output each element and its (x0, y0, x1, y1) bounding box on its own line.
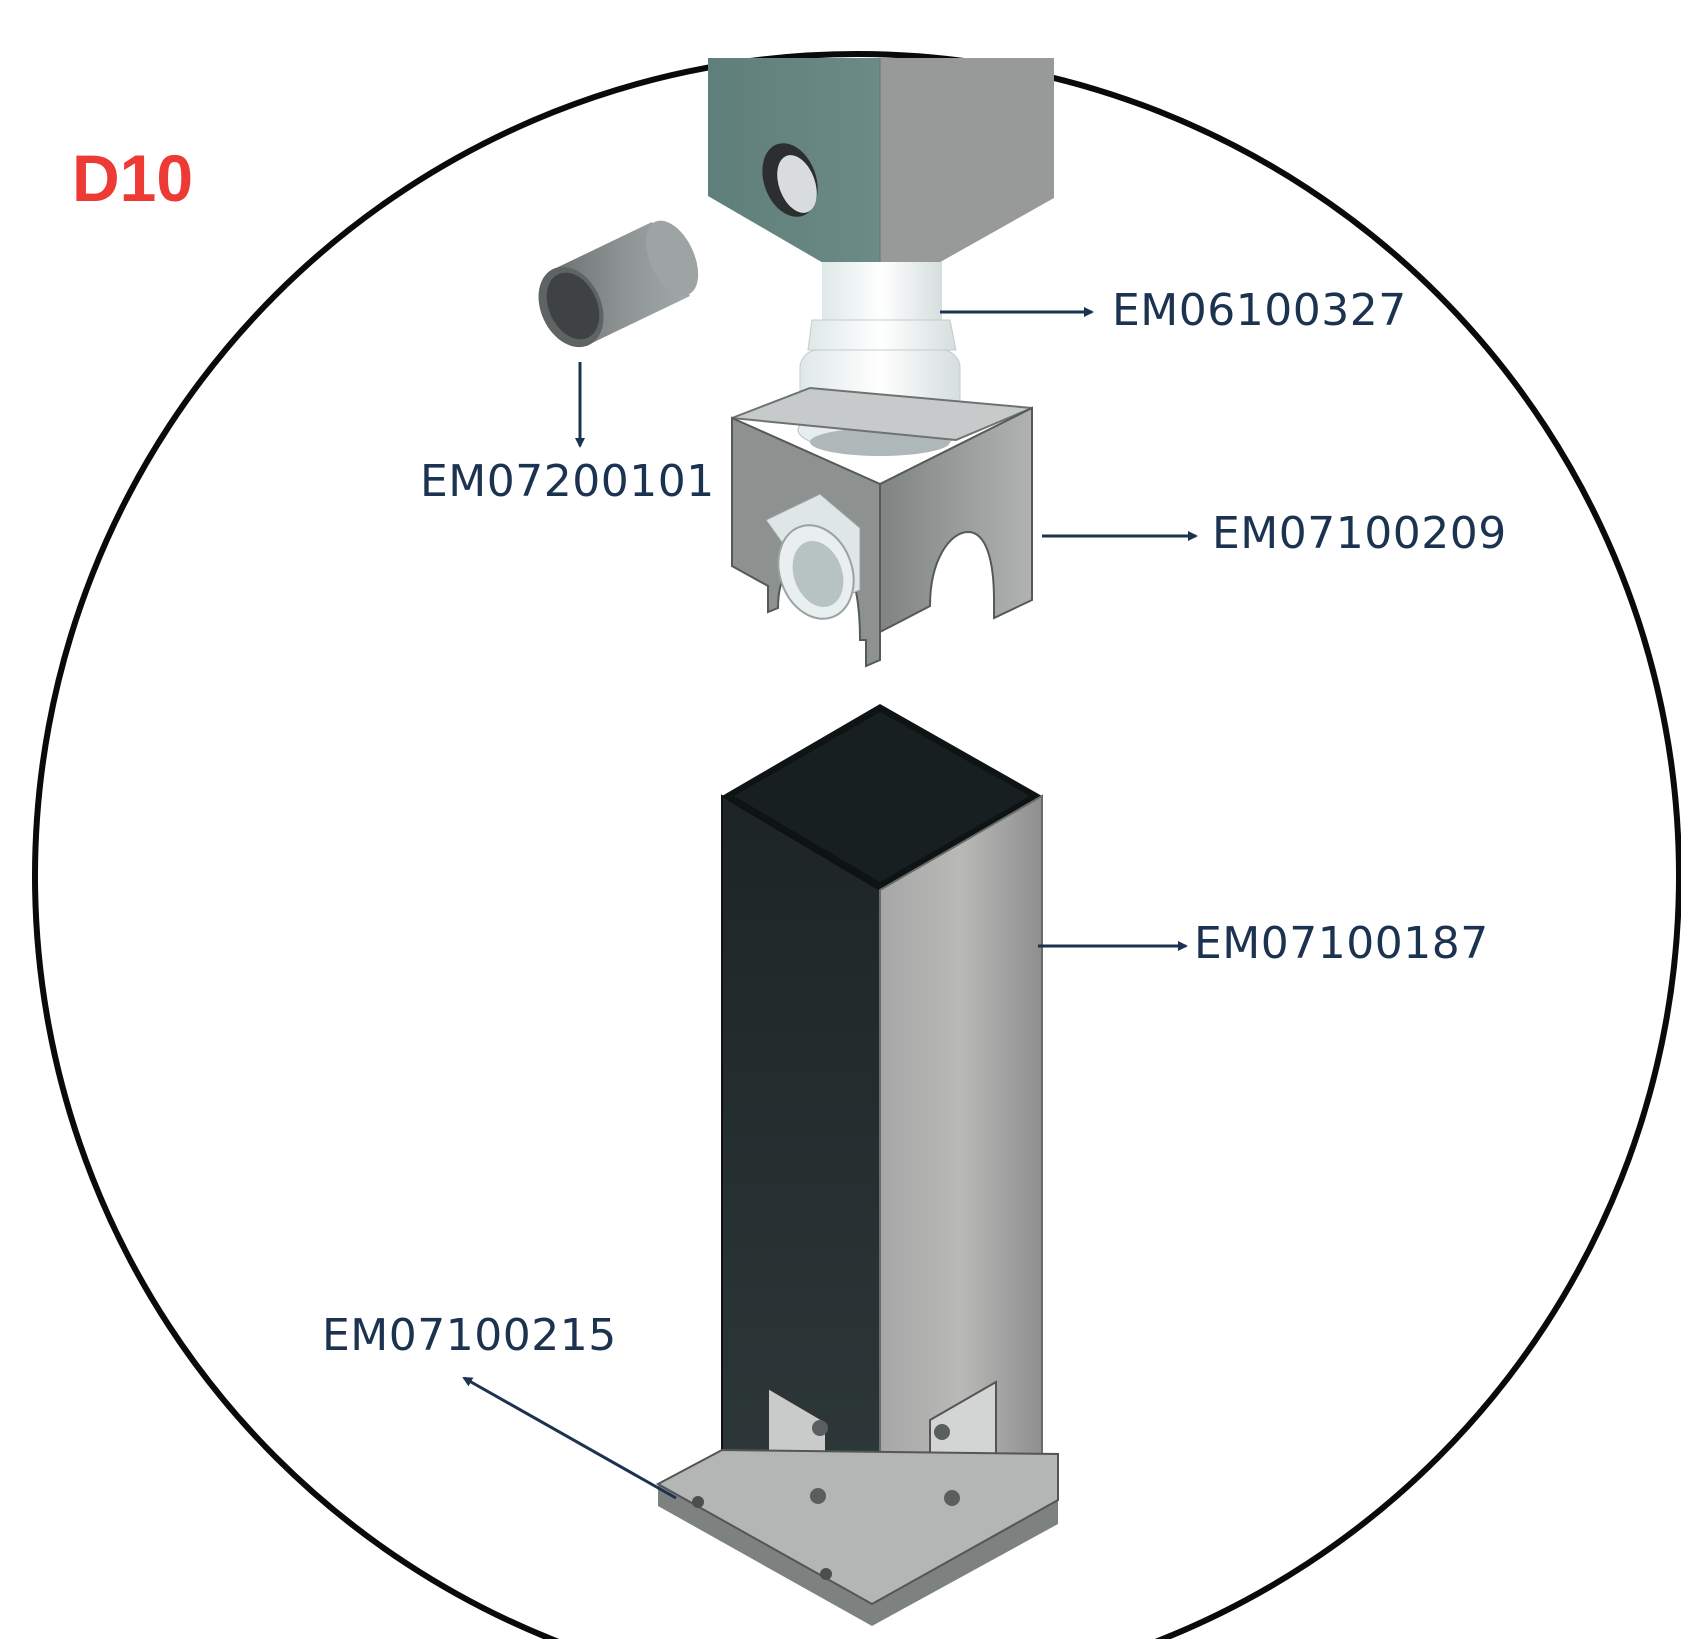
circular-frame (32, 51, 1681, 1644)
part-label-EM07100187: EM07100187 (1194, 918, 1489, 969)
page-label: D10 (72, 141, 194, 215)
square-post-housing (721, 704, 1043, 1562)
base-plate (655, 1420, 1059, 1626)
grey-pipe-sleeve (538, 220, 699, 348)
part-label-EM07100215: EM07100215 (322, 1310, 617, 1361)
u-bracket-with-outlet (731, 386, 1033, 668)
part-label-EM07100209: EM07100209 (1212, 508, 1507, 559)
part-label-EM06100327: EM06100327 (1112, 285, 1407, 336)
part-label-EM07200101: EM07200101 (420, 456, 715, 507)
leader-lines (462, 307, 1198, 1500)
leader-EM07100215 (462, 1376, 677, 1500)
upper-column (708, 58, 1054, 296)
